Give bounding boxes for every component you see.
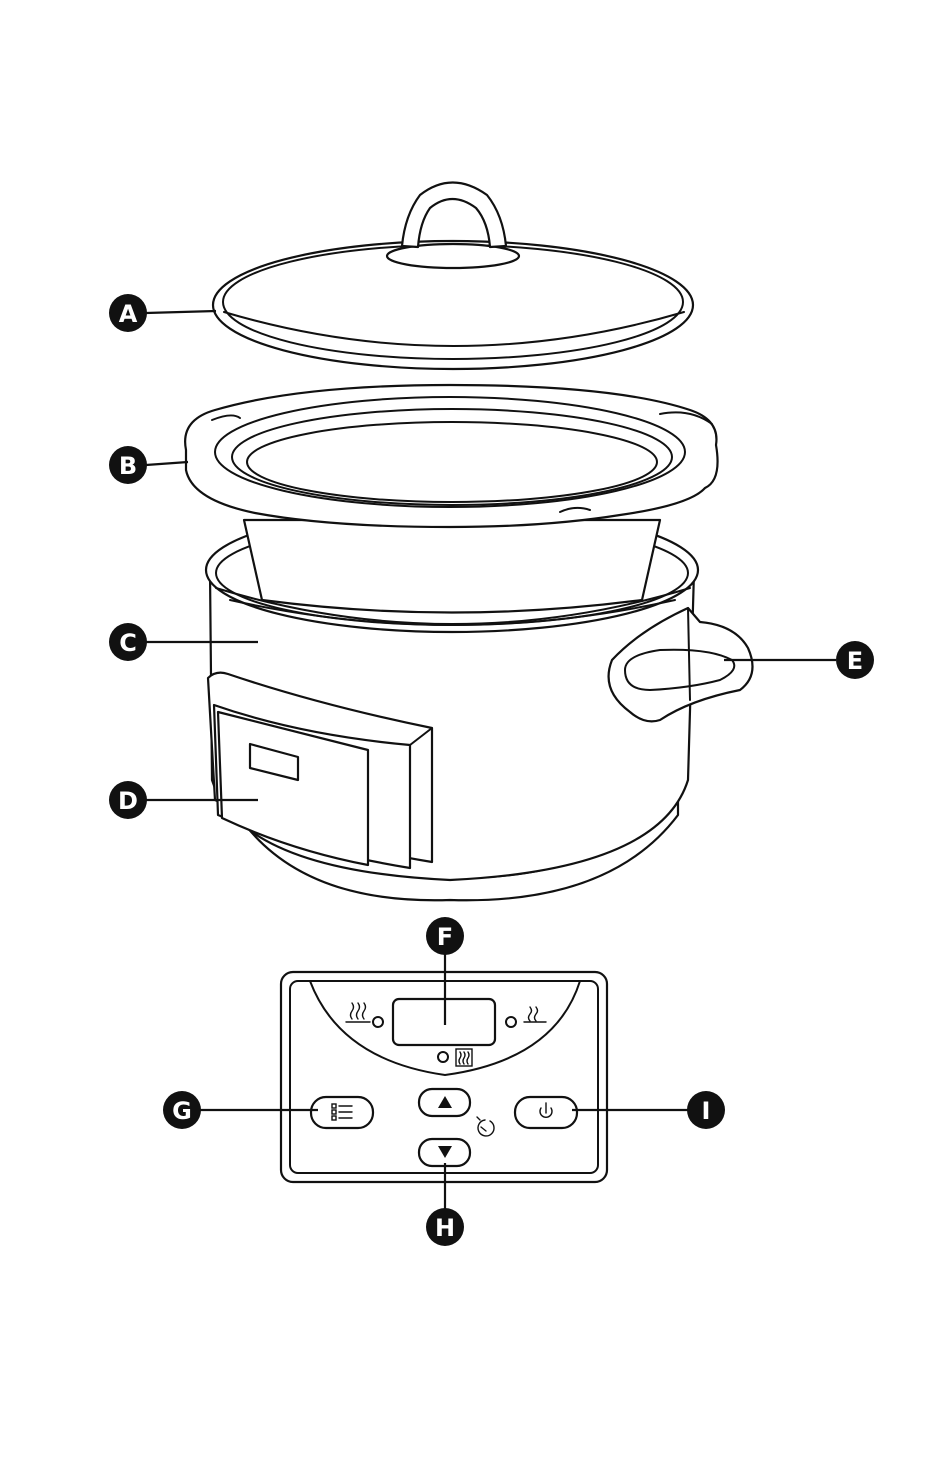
svg-text:G: G [172,1097,192,1125]
callout-a: A [109,294,147,332]
menu-button[interactable] [311,1097,373,1128]
callout-d: D [109,781,147,819]
svg-text:B: B [119,452,137,480]
callout-f: F [426,917,464,955]
up-button[interactable] [419,1089,470,1116]
svg-text:D: D [118,787,138,815]
glass-lid [213,183,693,370]
callout-h: H [426,1208,464,1246]
callout-g: G [163,1091,201,1129]
svg-text:C: C [119,629,137,657]
down-button[interactable] [419,1139,470,1166]
callout-e: E [836,641,874,679]
svg-text:H: H [435,1214,455,1242]
svg-text:F: F [437,923,453,951]
svg-text:A: A [119,300,138,328]
svg-text:I: I [702,1097,711,1125]
power-button[interactable] [515,1097,577,1128]
stoneware-pot [185,385,717,625]
svg-text:E: E [847,647,863,675]
callout-b: B [109,446,147,484]
callout-i: I [687,1091,725,1129]
callout-c: C [109,623,147,661]
